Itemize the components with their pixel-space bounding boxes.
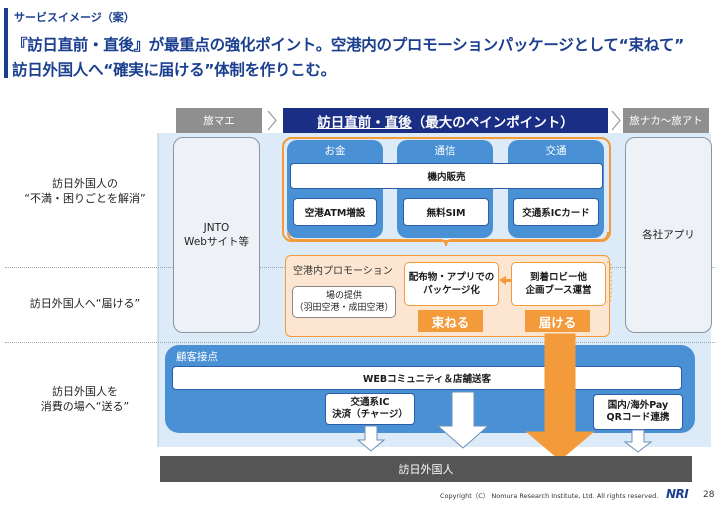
ic-payment-box: 交通系IC 決済（チャージ） [325, 393, 415, 425]
page-number: 28 [703, 490, 715, 500]
nri-logo: NRI [666, 487, 689, 501]
deliver-tag: 届ける [525, 310, 590, 332]
column-company-apps: 各社アプリ [625, 137, 712, 333]
qr-pay-line: QRコード連携 [606, 412, 670, 423]
slide-title-line-2: 訪日外国人へ“確実に届ける”体制を作りこむ。 [12, 61, 336, 79]
arrival-booth-card: 到着ロビー他 企画ブース運営 [511, 262, 606, 306]
service-head-communication: 通信 [434, 145, 456, 157]
web-community-box: WEBコミュニティ＆店舗送客 [172, 366, 682, 390]
row-label-send: 訪日外国人を 消費の場へ“送る” [10, 384, 160, 414]
stage-just-before-after-arrival: 訪日直前・直後 （最大のペインポイント） [283, 108, 608, 133]
bundle-tag: 束ねる [418, 310, 483, 332]
venue-line: 場の提供 [325, 291, 362, 301]
chevron-right-icon [611, 110, 621, 131]
row-label-resolve-pain: 訪日外国人の “不満・困りごとを解消” [10, 176, 160, 206]
qr-pay-box: 国内/海外Pay QRコード連携 [593, 394, 683, 430]
header-accent-bar [4, 8, 8, 78]
chevron-right-icon [267, 110, 277, 131]
copyright-text: Copyright（C） Nomura Research Institute, … [440, 492, 659, 500]
foreign-visitors-bar: 訪日外国人 [160, 456, 692, 482]
venue-provision-box: 場の提供 （羽田空港・成田空港） [292, 286, 396, 318]
ic-payment-line: 決済（チャージ） [332, 409, 408, 420]
transit-ic-card-box: 交通系ICカード [513, 198, 599, 226]
row-separator [5, 342, 715, 343]
customer-touchpoint-label: 顧客接点 [176, 351, 218, 363]
inflight-sales-box: 機内販売 [290, 163, 603, 189]
deliver-card-line: 企画ブース運営 [525, 285, 592, 296]
free-sim-box: 無料SIM [403, 198, 489, 226]
bundle-card-line: パッケージ化 [423, 285, 480, 296]
row-label-deliver: 訪日外国人へ“届ける” [29, 297, 141, 310]
slide-kicker: サービスイメージ（案） [14, 11, 135, 24]
stage-during-after-trip: 旅ナカ～旅アト [623, 108, 709, 133]
package-bundle-card: 配布物・アプリでの パッケージ化 [404, 262, 499, 306]
row-label-line: 訪日外国人の [52, 177, 118, 190]
venue-line: （羽田空港・成田空港） [294, 303, 394, 313]
qr-pay-line: 国内/海外Pay [607, 400, 669, 411]
deliver-card-line: 到着ロビー他 [529, 272, 587, 283]
airport-atm-box: 空港ATM増設 [293, 198, 377, 226]
ic-payment-line: 交通系IC [350, 397, 390, 408]
airport-promotion-label: 空港内プロモーション [293, 266, 393, 277]
row-label-line: 消費の場へ“送る” [40, 400, 130, 413]
row-label-line: 訪日外国人を [52, 385, 118, 398]
service-head-money: お金 [324, 145, 346, 157]
service-head-transport: 交通 [545, 145, 567, 157]
column-jnto-line: Webサイト等 [184, 236, 249, 248]
stage-main-note: （最大のペインポイント） [411, 114, 574, 131]
bundle-card-line: 配布物・アプリでの [408, 272, 495, 283]
slide-title-line-1: 『訪日直前・直後』が最重点の強化ポイント。空港内のプロモーションパッケージとして… [12, 36, 684, 54]
row-label-line: “不満・困りごとを解消” [24, 192, 146, 205]
column-jnto-line: JNTO [203, 222, 230, 234]
stage-before-trip: 旅マエ [176, 108, 262, 133]
column-jnto-website: JNTO Webサイト等 [173, 137, 260, 333]
stage-main-emphasis: 訪日直前・直後 [317, 114, 412, 131]
